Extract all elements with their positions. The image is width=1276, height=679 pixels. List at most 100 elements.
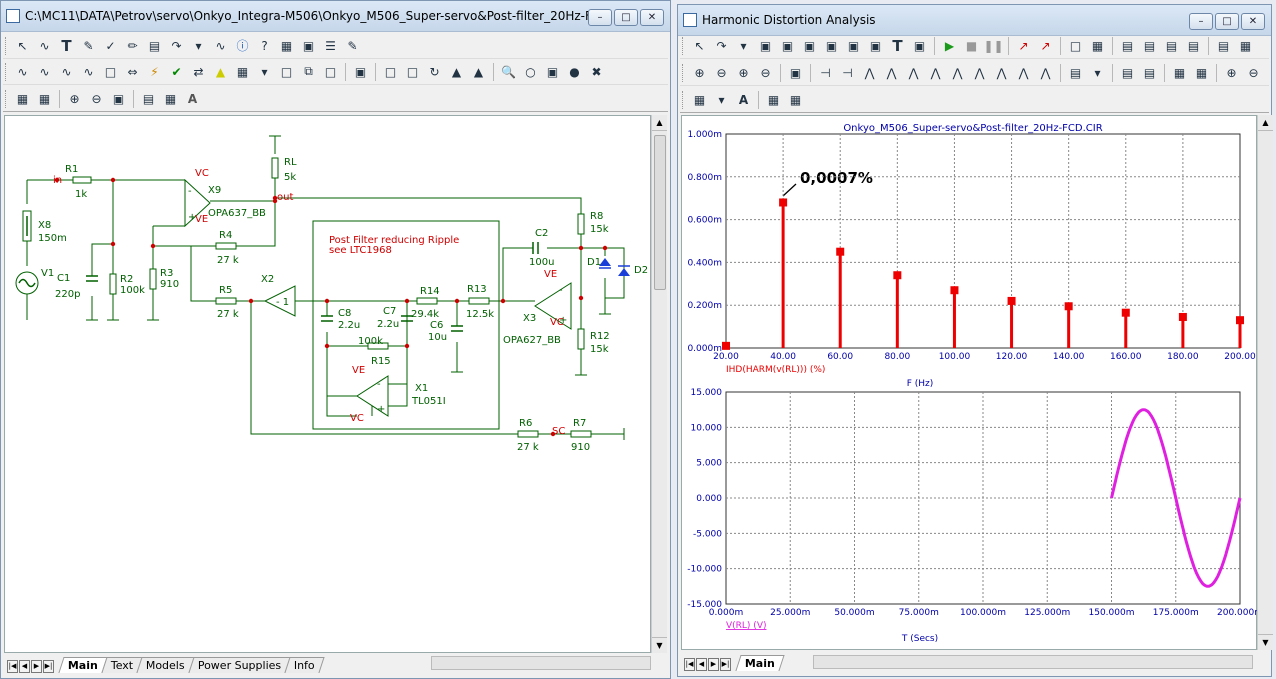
zoom-reset-icon[interactable]: ⊖ bbox=[760, 65, 771, 80]
analysis-vertical-scrollbar[interactable]: ▲ ▼ bbox=[1257, 115, 1273, 650]
maximize-button[interactable]: □ bbox=[614, 9, 638, 26]
page-icon[interactable]: □ bbox=[280, 64, 293, 79]
help-icon[interactable]: ? bbox=[261, 38, 268, 53]
cursor-wave-icon[interactable]: ⋀ bbox=[1018, 65, 1029, 80]
box-icon[interactable]: □ bbox=[384, 64, 397, 79]
split-icon[interactable]: ▤ bbox=[1217, 38, 1230, 53]
checkmark-icon[interactable]: ✔ bbox=[171, 64, 182, 79]
analysis-horizontal-scrollbar[interactable] bbox=[813, 655, 1253, 669]
title-bar[interactable]: C:\MC11\DATA\Petrov\servo\Onkyo_Integra-… bbox=[1, 1, 670, 32]
tab-main[interactable]: Main bbox=[58, 657, 108, 673]
cursor-valley-icon[interactable]: ⊣ bbox=[842, 65, 853, 80]
zoom-minus-icon[interactable]: ⊖ bbox=[1248, 65, 1259, 80]
list-icon[interactable]: ☰ bbox=[325, 38, 336, 53]
stop-icon[interactable]: ■ bbox=[965, 38, 978, 53]
blank-icon[interactable]: □ bbox=[406, 64, 419, 79]
pencil-icon[interactable]: ✏ bbox=[127, 38, 138, 53]
probe-icon[interactable]: ∿ bbox=[39, 64, 50, 79]
prev-page-icon[interactable]: ◀ bbox=[696, 658, 707, 671]
tab-power-supplies[interactable]: Power Supplies bbox=[188, 657, 291, 673]
last-page-icon[interactable]: ▶| bbox=[43, 660, 54, 673]
node-icon[interactable]: ∿ bbox=[17, 64, 28, 79]
cursor-peak-icon[interactable]: ⊣ bbox=[820, 65, 831, 80]
cursor-global-icon[interactable]: ⋀ bbox=[952, 65, 963, 80]
font-icon[interactable]: A bbox=[738, 92, 749, 107]
maximize-plot-icon[interactable]: ▣ bbox=[781, 38, 794, 53]
data-icon[interactable]: ▣ bbox=[789, 65, 802, 80]
tab-info[interactable]: Info bbox=[284, 657, 325, 673]
run-icon[interactable]: ▶ bbox=[944, 38, 955, 53]
minimize-button[interactable]: – bbox=[1189, 13, 1213, 30]
bounds-icon[interactable]: ▦ bbox=[1173, 65, 1186, 80]
layout-icon[interactable]: ▦ bbox=[693, 92, 706, 107]
pan-icon[interactable]: ▣ bbox=[825, 38, 838, 53]
scale-icon[interactable]: ▣ bbox=[759, 38, 772, 53]
stop-icon[interactable]: ● bbox=[569, 64, 580, 79]
tab-main[interactable]: Main bbox=[735, 655, 785, 671]
text-icon[interactable]: T bbox=[892, 36, 903, 55]
animate-icon[interactable]: ▤ bbox=[1143, 65, 1156, 80]
layers-icon[interactable]: ▦ bbox=[767, 92, 780, 107]
curve-icon[interactable]: ▣ bbox=[847, 38, 860, 53]
warning-icon[interactable]: ▲ bbox=[215, 64, 226, 79]
cursor-bottom-icon[interactable]: ⋀ bbox=[996, 65, 1007, 80]
grid-icon[interactable]: ▦ bbox=[236, 64, 249, 79]
zoom-out-icon[interactable]: ⊖ bbox=[91, 91, 102, 106]
zoom-in-icon[interactable]: ⊕ bbox=[69, 91, 80, 106]
layout2-icon[interactable]: ▤ bbox=[1143, 38, 1156, 53]
clipboard-icon[interactable]: ▤ bbox=[1069, 65, 1082, 80]
prev-page-icon[interactable]: ◀ bbox=[19, 660, 30, 673]
vertical-scrollbar[interactable]: ▲ ▼ bbox=[651, 115, 667, 653]
pen-icon[interactable]: ✎ bbox=[83, 38, 94, 53]
layout3-icon[interactable]: ▤ bbox=[1165, 38, 1178, 53]
cursor-slope-icon[interactable]: ⋀ bbox=[930, 65, 941, 80]
close-button[interactable]: ✕ bbox=[640, 9, 664, 26]
find-icon[interactable]: 🔍 bbox=[501, 64, 516, 79]
scroll-down-icon[interactable]: ▼ bbox=[652, 637, 667, 653]
replace-icon[interactable]: ▣ bbox=[546, 64, 559, 79]
close-button[interactable]: ✕ bbox=[1241, 13, 1265, 30]
zoom-box-icon[interactable]: ▣ bbox=[803, 38, 816, 53]
formula-icon[interactable]: ▣ bbox=[869, 38, 882, 53]
current-icon[interactable]: ∿ bbox=[83, 64, 94, 79]
dropdown-icon[interactable]: ▾ bbox=[1094, 65, 1101, 80]
properties-icon[interactable]: ▣ bbox=[913, 38, 926, 53]
cancel-icon[interactable]: ✖ bbox=[591, 64, 602, 79]
wire-icon[interactable]: ∿ bbox=[39, 38, 50, 53]
layers2-icon[interactable]: ▦ bbox=[38, 91, 51, 106]
cursor-inflect-icon[interactable]: ⋀ bbox=[908, 65, 919, 80]
scroll-up-icon[interactable]: ▲ bbox=[652, 115, 667, 131]
cursor-wave2-icon[interactable]: ⋀ bbox=[1040, 65, 1051, 80]
select-arrow-icon[interactable]: ↖ bbox=[17, 38, 28, 53]
layout4-icon[interactable]: ▤ bbox=[1187, 38, 1200, 53]
snap-icon[interactable]: ▣ bbox=[354, 64, 367, 79]
scroll-down-icon[interactable]: ▼ bbox=[1258, 634, 1273, 650]
grid-icon[interactable]: ▦ bbox=[1091, 38, 1104, 53]
table-icon[interactable]: ▤ bbox=[1121, 65, 1134, 80]
info-icon[interactable]: ⓘ bbox=[236, 39, 249, 53]
mirror-icon[interactable]: ▲ bbox=[473, 64, 484, 79]
zoom-in-icon[interactable]: ⊕ bbox=[694, 65, 705, 80]
layout-icon[interactable]: ▦ bbox=[164, 91, 177, 106]
minimize-button[interactable]: – bbox=[588, 9, 612, 26]
flash-icon[interactable]: ⚡ bbox=[150, 64, 159, 79]
zoom-fit-icon[interactable]: ▣ bbox=[112, 91, 125, 106]
copy-icon[interactable]: ⧉ bbox=[304, 64, 313, 78]
layout1-icon[interactable]: ▤ bbox=[1121, 38, 1134, 53]
swap-icon[interactable]: ⇄ bbox=[193, 64, 204, 79]
dropdown-icon[interactable]: ▾ bbox=[261, 64, 268, 79]
voltage-icon[interactable]: ∿ bbox=[61, 64, 72, 79]
first-page-icon[interactable]: |◀ bbox=[7, 660, 18, 673]
text-icon[interactable]: T bbox=[61, 36, 72, 55]
plot-area[interactable]: Onkyo_M506_Super-servo&Post-filter_20Hz-… bbox=[681, 115, 1263, 650]
cursor-top-icon[interactable]: ⋀ bbox=[974, 65, 985, 80]
dropdown-icon[interactable]: ▾ bbox=[718, 92, 725, 107]
select-region-icon[interactable]: □ bbox=[324, 64, 337, 79]
edit-icon[interactable]: ∿ bbox=[215, 38, 226, 53]
zoom-window-icon[interactable]: ⊕ bbox=[738, 65, 749, 80]
flip-icon[interactable]: ▲ bbox=[451, 64, 462, 79]
scroll-up-icon[interactable]: ▲ bbox=[1258, 115, 1273, 131]
font-icon[interactable]: A bbox=[187, 91, 198, 106]
analysis-title-bar[interactable]: Harmonic Distortion Analysis – □ ✕ bbox=[678, 5, 1271, 36]
select-arrow-icon[interactable]: ↖ bbox=[694, 38, 705, 53]
